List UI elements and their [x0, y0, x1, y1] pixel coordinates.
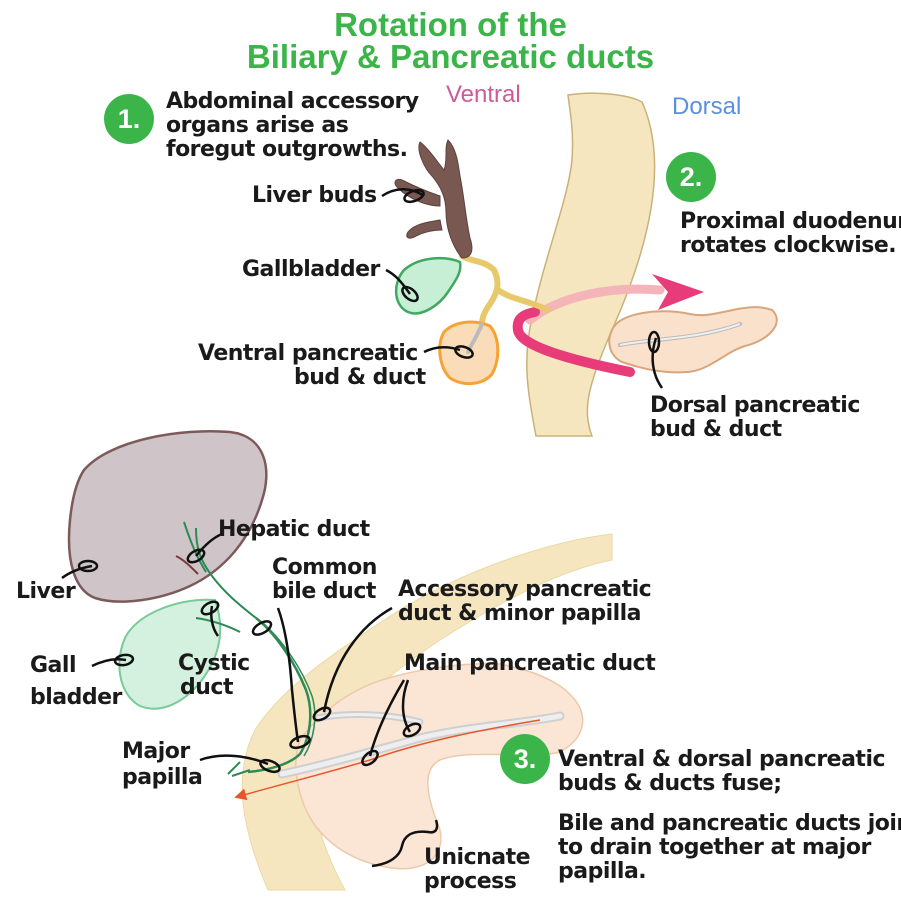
step-2-badge: 2.: [666, 152, 716, 202]
step-2-line-1: Proximal duodenum: [680, 209, 901, 234]
label-hepatic-duct: Hepatic duct: [218, 517, 370, 542]
label-common-bile-duct-line-2: bile duct: [272, 579, 376, 604]
step-3-line-1: Ventral & dorsal pancreatic: [558, 747, 886, 772]
rotation-arrow-head: [652, 274, 704, 310]
step-3-extra-line-2: to drain together at major: [558, 835, 871, 860]
label-accessory-duct-line-1: Accessory pancreatic: [398, 577, 652, 602]
liver-bud-shape: [394, 139, 473, 259]
label-cystic-duct-line-2: duct: [180, 675, 233, 700]
label-uncinate-line-2: process: [424, 869, 517, 894]
title-line-2: Biliary & Pancreatic ducts: [246, 38, 655, 75]
step-1-line-3: foregut outgrowths.: [166, 137, 408, 162]
common-bile-duct-top: [459, 253, 501, 327]
ventral-label: Ventral: [446, 81, 521, 108]
common-bile-duct-bottom: [247, 617, 312, 774]
label-ventral-bud-line-2: bud & duct: [294, 365, 426, 390]
label-major-papilla-line-1: Major: [122, 739, 190, 764]
dorsal-pancreatic-bud: [608, 306, 778, 374]
label-major-papilla-line-2: papilla: [122, 765, 203, 790]
step-2-line-2: rotates clockwise.: [680, 233, 897, 258]
hepatic-duct-bottom: [195, 527, 257, 619]
label-liver-buds: Liver buds: [252, 183, 377, 208]
label-ventral-bud-line-1: Ventral pancreatic: [198, 341, 418, 366]
label-accessory-duct-line-2: duct & minor papilla: [398, 601, 642, 626]
gallbladder-bottom: [118, 598, 222, 710]
dorsal-label: Dorsal: [672, 93, 742, 120]
label-cystic-duct-line-1: Cystic: [178, 651, 250, 676]
step-3-extra-line-3: papilla.: [558, 859, 647, 884]
title-line-1: Rotation of the: [334, 6, 567, 43]
step-1-line-2: organs arise as: [166, 113, 349, 138]
duodenum-top: [526, 92, 656, 437]
step-3-badge: 3.: [500, 734, 550, 784]
label-common-bile-duct-line-1: Common: [272, 555, 377, 580]
cystic-duct-bottom: [195, 617, 241, 633]
rotation-arrow-back: [525, 284, 665, 325]
step-3-line-2: buds & ducts fuse;: [558, 771, 782, 796]
step-1-badge: 1.: [104, 94, 154, 144]
label-dorsal-bud-line-2: bud & duct: [650, 417, 782, 442]
label-liver: Liver: [16, 579, 76, 604]
label-gall-bladder-line-2: bladder: [30, 685, 122, 710]
step-3-extra-line-1: Bile and pancreatic ducts join: [558, 811, 901, 836]
step-1-line-1: Abdominal accessory: [166, 89, 419, 114]
label-main-duct: Main pancreatic duct: [404, 651, 656, 676]
label-uncinate-line-1: Unicnate: [424, 845, 531, 870]
liver-bottom: [67, 430, 268, 603]
label-gall-bladder-line-1: Gall: [30, 653, 77, 678]
label-gallbladder-top: Gallbladder: [242, 257, 380, 282]
label-dorsal-bud-line-1: Dorsal pancreatic: [650, 393, 860, 418]
pancreatic-duct-red: [234, 719, 541, 801]
rotation-arrow-front: [512, 307, 635, 377]
